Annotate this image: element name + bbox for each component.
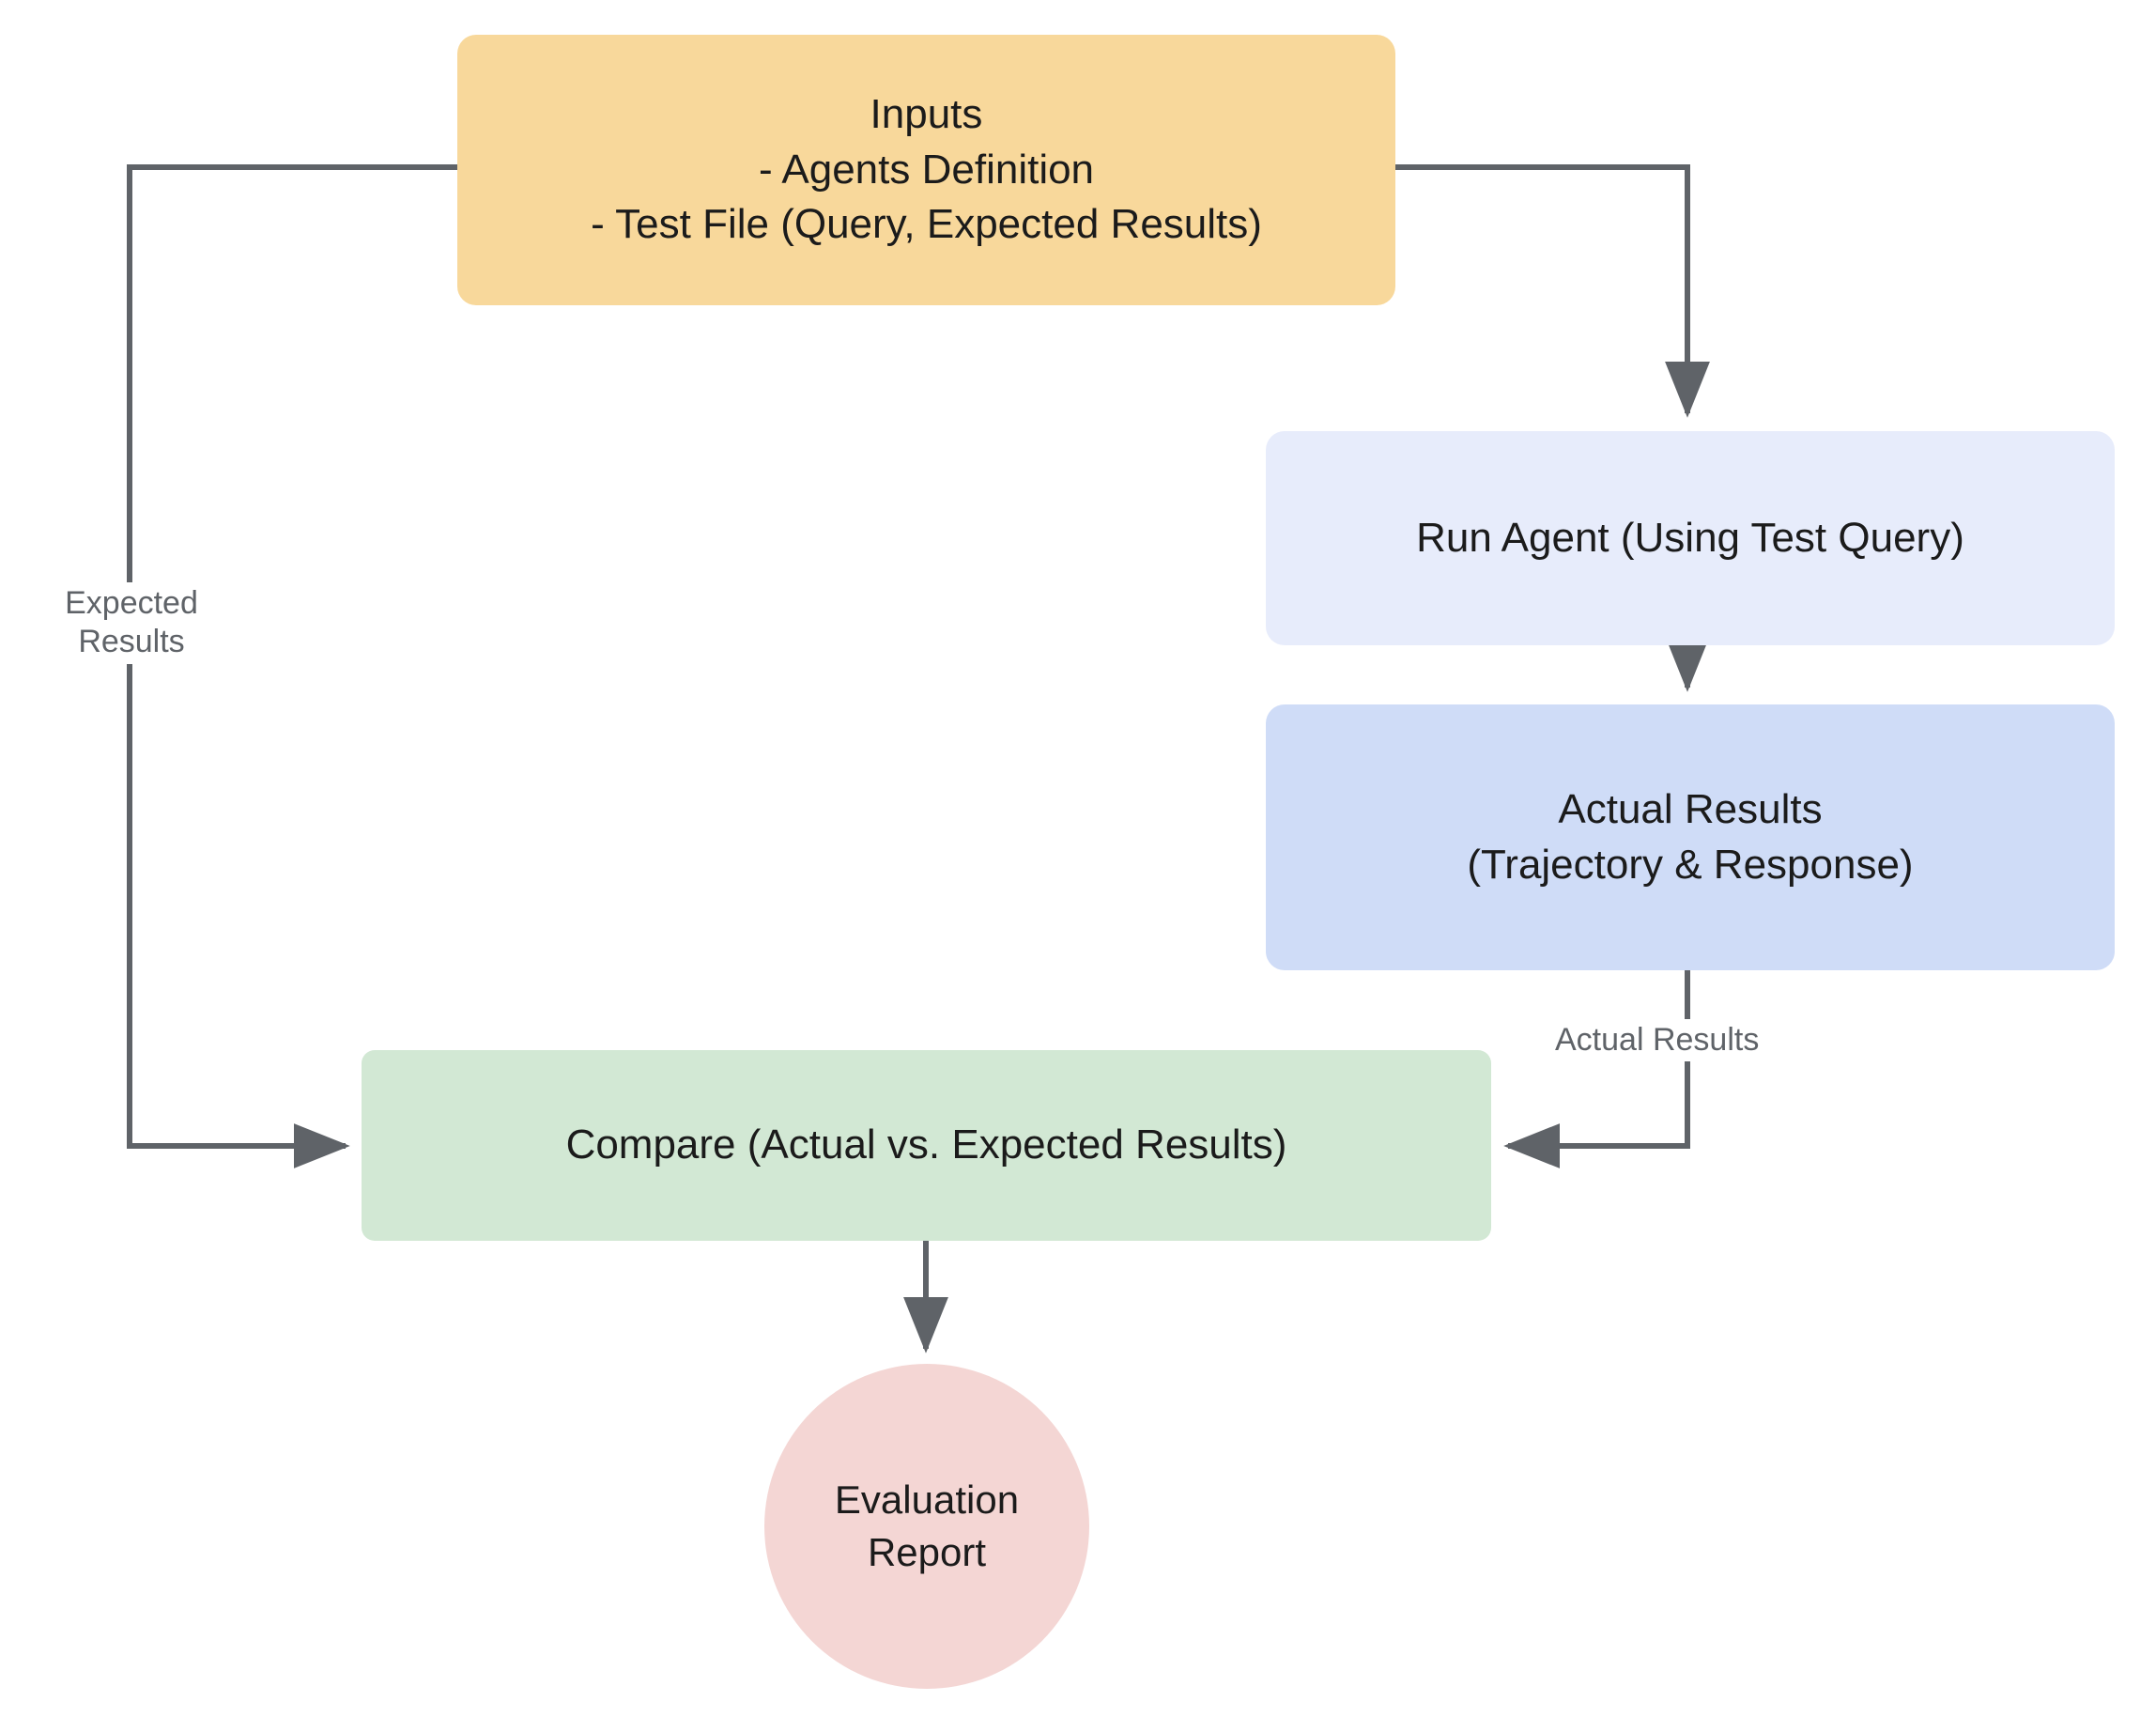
node-inputs[interactable]: Inputs - Agents Definition - Test File (… bbox=[457, 35, 1395, 305]
node-evaluation-report-label: Evaluation Report bbox=[834, 1477, 1020, 1574]
node-actual-results-label: Actual Results (Trajectory & Response) bbox=[1467, 785, 1914, 888]
node-run-agent-label: Run Agent (Using Test Query) bbox=[1416, 514, 1964, 561]
node-evaluation-report[interactable]: Evaluation Report bbox=[764, 1364, 1089, 1689]
edge-label-expected-results: Expected Results bbox=[28, 582, 235, 664]
node-run-agent[interactable]: Run Agent (Using Test Query) bbox=[1266, 431, 2115, 645]
node-actual-results[interactable]: Actual Results (Trajectory & Response) bbox=[1266, 704, 2115, 970]
edge-inputs-to-run-agent bbox=[1395, 164, 1710, 418]
edge-label-actual-results: Actual Results bbox=[1551, 1019, 1822, 1062]
node-compare[interactable]: Compare (Actual vs. Expected Results) bbox=[362, 1050, 1491, 1241]
node-compare-label: Compare (Actual vs. Expected Results) bbox=[565, 1121, 1287, 1168]
node-inputs-label: Inputs - Agents Definition - Test File (… bbox=[591, 91, 1262, 248]
